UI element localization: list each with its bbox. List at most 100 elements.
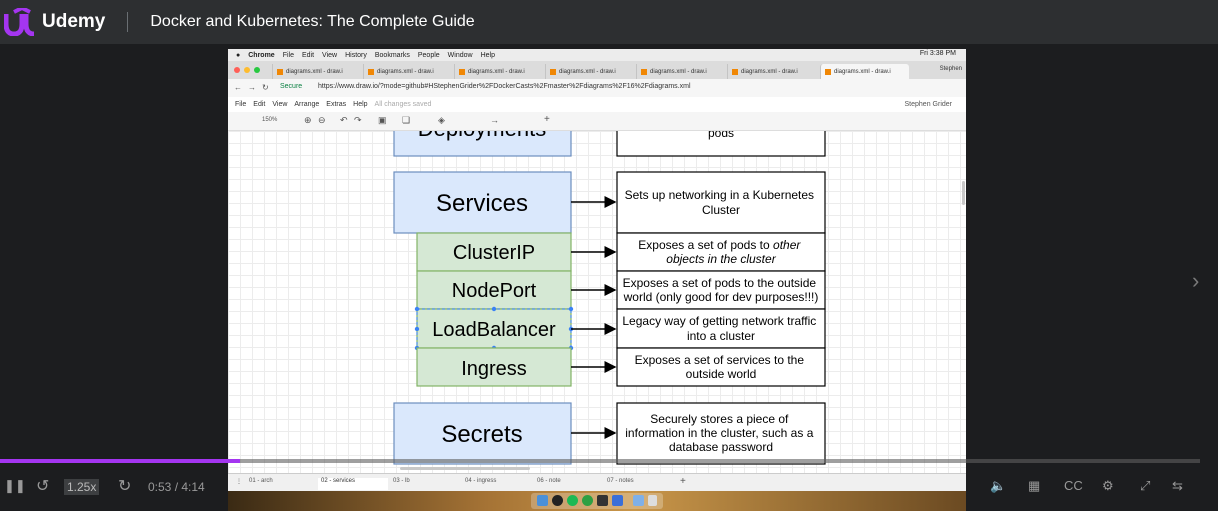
mac-clock: Fri 3:38 PM <box>919 50 956 57</box>
secrets-box[interactable]: Secrets <box>393 402 572 465</box>
loadbalancer-desc-line1: Legacy way of getting network traffic <box>622 314 816 328</box>
app-icon[interactable] <box>612 495 623 506</box>
expand-icon[interactable]: ⇆ <box>1172 478 1183 493</box>
mac-menu-bookmarks: Bookmarks <box>374 51 410 59</box>
notes-icon[interactable]: ▦ <box>1028 478 1041 493</box>
drawio-menu-edit[interactable]: Edit <box>253 101 266 108</box>
page-tab-active[interactable]: 02 - services <box>318 478 388 490</box>
nodeport-desc-line2: world (only good for dev purposes!!!) <box>623 290 819 304</box>
to-front-icon[interactable]: ❏ <box>402 115 411 125</box>
trash-icon[interactable] <box>648 495 657 506</box>
folder-icon[interactable] <box>633 495 644 506</box>
drawio-menu-extras[interactable]: Extras <box>326 101 347 108</box>
page-tab[interactable]: 03 - lb <box>390 478 460 490</box>
playback-speed[interactable]: 1.25x <box>64 479 100 495</box>
fullscreen-icon[interactable]: ⤢ <box>1140 478 1151 493</box>
header-divider <box>127 12 129 32</box>
browser-tab[interactable]: diagrams.xml - draw.i <box>727 64 816 79</box>
diagram-svg: Deployments pods Services Sets up networ… <box>393 131 826 465</box>
nodeport-box[interactable]: NodePort <box>416 270 572 310</box>
chrome-profile-name[interactable]: Stephen <box>939 66 962 72</box>
browser-tab-label: diagrams.xml - draw.i <box>834 68 891 75</box>
terminal-icon[interactable] <box>597 495 608 506</box>
ingress-box[interactable]: Ingress <box>416 347 572 387</box>
pages-menu-icon[interactable]: ⋮ <box>236 479 242 485</box>
browser-tab[interactable]: diagrams.xml - draw.i <box>363 64 452 79</box>
browser-tab[interactable]: diagrams.xml - draw.i <box>272 64 361 79</box>
pods-desc-box[interactable]: pods <box>616 131 826 157</box>
clusterip-box[interactable]: ClusterIP <box>416 232 572 272</box>
secrets-desc-line1: Securely stores a piece of <box>650 412 789 426</box>
clusterip-desc-line2: objects in the cluster <box>666 252 776 266</box>
mac-menu-help: Help <box>480 51 495 59</box>
browser-tab[interactable]: diagrams.xml - draw.i <box>636 64 725 79</box>
mac-menu-file: File <box>282 51 294 59</box>
app-icon[interactable] <box>582 495 593 506</box>
mac-menu-edit: Edit <box>301 51 315 59</box>
chrome-app-icon[interactable] <box>552 495 563 506</box>
browser-tab[interactable]: diagrams.xml - draw.i <box>545 64 634 79</box>
window-close-icon <box>234 67 240 73</box>
clusterip-desc-box[interactable]: Exposes a set of pods to other objects i… <box>616 232 826 272</box>
window-zoom-icon <box>254 67 260 73</box>
pause-icon[interactable]: ❚❚ <box>4 478 26 493</box>
loadbalancer-desc-box[interactable]: Legacy way of getting network traffic in… <box>616 308 826 349</box>
loadbalancer-box[interactable]: LoadBalancer <box>414 306 574 351</box>
svg-text:Securely stores a piece of: Securely stores a piece of information i… <box>625 412 816 454</box>
drawio-favicon-icon <box>277 68 283 75</box>
delete-icon[interactable]: ▣ <box>378 115 387 125</box>
settings-icon[interactable]: ⚙ <box>1102 478 1114 493</box>
window-minimize-icon <box>244 67 250 73</box>
udemy-logo[interactable]: Udemy <box>4 8 105 36</box>
zoom-in-icon[interactable]: ⊕ <box>304 115 312 125</box>
services-desc-box[interactable]: Sets up networking in a Kubernetes Clust… <box>616 171 826 234</box>
drawio-toolbar: 150% ⊕ ⊖ ↶ ↷ ▣ ❏ ◈ → + <box>228 112 966 131</box>
horizontal-scrollbar[interactable] <box>400 467 530 470</box>
forward-icon[interactable]: → <box>248 83 256 92</box>
drawio-canvas[interactable]: Deployments pods Services Sets up networ… <box>228 131 966 473</box>
page-tab[interactable]: 04 - ingress <box>462 478 532 490</box>
url-field[interactable]: https://www.draw.io/?mode=github#HStephe… <box>318 83 691 90</box>
chrome-tab-strip: diagrams.xml - draw.i diagrams.xml - dra… <box>228 61 966 79</box>
spotify-icon[interactable] <box>567 495 578 506</box>
video-frame[interactable]: ● Chrome File Edit View History Bookmark… <box>228 49 966 511</box>
add-page-icon[interactable]: + <box>680 476 686 487</box>
course-title[interactable]: Docker and Kubernetes: The Complete Guid… <box>150 13 475 30</box>
secrets-desc-box[interactable]: Securely stores a piece of information i… <box>616 402 826 465</box>
drawio-menu-arrange[interactable]: Arrange <box>294 101 320 108</box>
browser-tab-label: diagrams.xml - draw.i <box>286 68 343 75</box>
connection-icon[interactable]: → <box>490 115 499 125</box>
deployments-box[interactable]: Deployments <box>393 131 572 157</box>
back-icon[interactable]: ← <box>234 83 242 92</box>
insert-icon[interactable]: + <box>544 114 550 125</box>
udemy-logo-icon <box>4 8 35 36</box>
redo-icon[interactable]: ↷ <box>354 115 362 125</box>
zoom-out-icon[interactable]: ⊖ <box>318 115 326 125</box>
page-tab[interactable]: 06 - note <box>534 478 604 490</box>
drawio-menu-view[interactable]: View <box>272 101 288 108</box>
browser-tab[interactable]: diagrams.xml - draw.i <box>454 64 543 79</box>
finder-icon[interactable] <box>537 495 548 506</box>
services-desc-line2: Cluster <box>702 203 740 217</box>
ingress-desc-box[interactable]: Exposes a set of services to the outside… <box>616 347 826 387</box>
forward-icon[interactable]: ↻ <box>118 478 132 495</box>
drawio-user[interactable]: Stephen Grider <box>904 101 952 108</box>
drawio-menu-help[interactable]: Help <box>353 101 368 108</box>
services-box[interactable]: Services <box>393 171 572 234</box>
video-progress-track[interactable] <box>0 459 1200 463</box>
page-tab[interactable]: 01 - arch <box>246 478 316 490</box>
udemy-header: Udemy Docker and Kubernetes: The Complet… <box>0 0 1218 44</box>
captions-icon[interactable]: CC <box>1064 478 1083 493</box>
fill-color-icon[interactable]: ◈ <box>438 115 445 125</box>
undo-icon[interactable]: ↶ <box>340 115 348 125</box>
drawio-menu-file[interactable]: File <box>235 101 247 108</box>
page-tab[interactable]: 07 - notes <box>604 478 674 490</box>
browser-tab-active[interactable]: diagrams.xml - draw.i <box>820 64 909 79</box>
vertical-scrollbar[interactable] <box>962 181 965 205</box>
zoom-level[interactable]: 150% <box>262 117 278 123</box>
reload-icon[interactable]: ↻ <box>262 83 269 92</box>
next-lecture-icon[interactable]: › <box>1192 268 1200 293</box>
nodeport-desc-box[interactable]: Exposes a set of pods to the outside wor… <box>616 270 826 310</box>
volume-icon[interactable]: 🔈 <box>990 478 1007 493</box>
rewind-icon[interactable]: ↺ <box>36 478 50 495</box>
